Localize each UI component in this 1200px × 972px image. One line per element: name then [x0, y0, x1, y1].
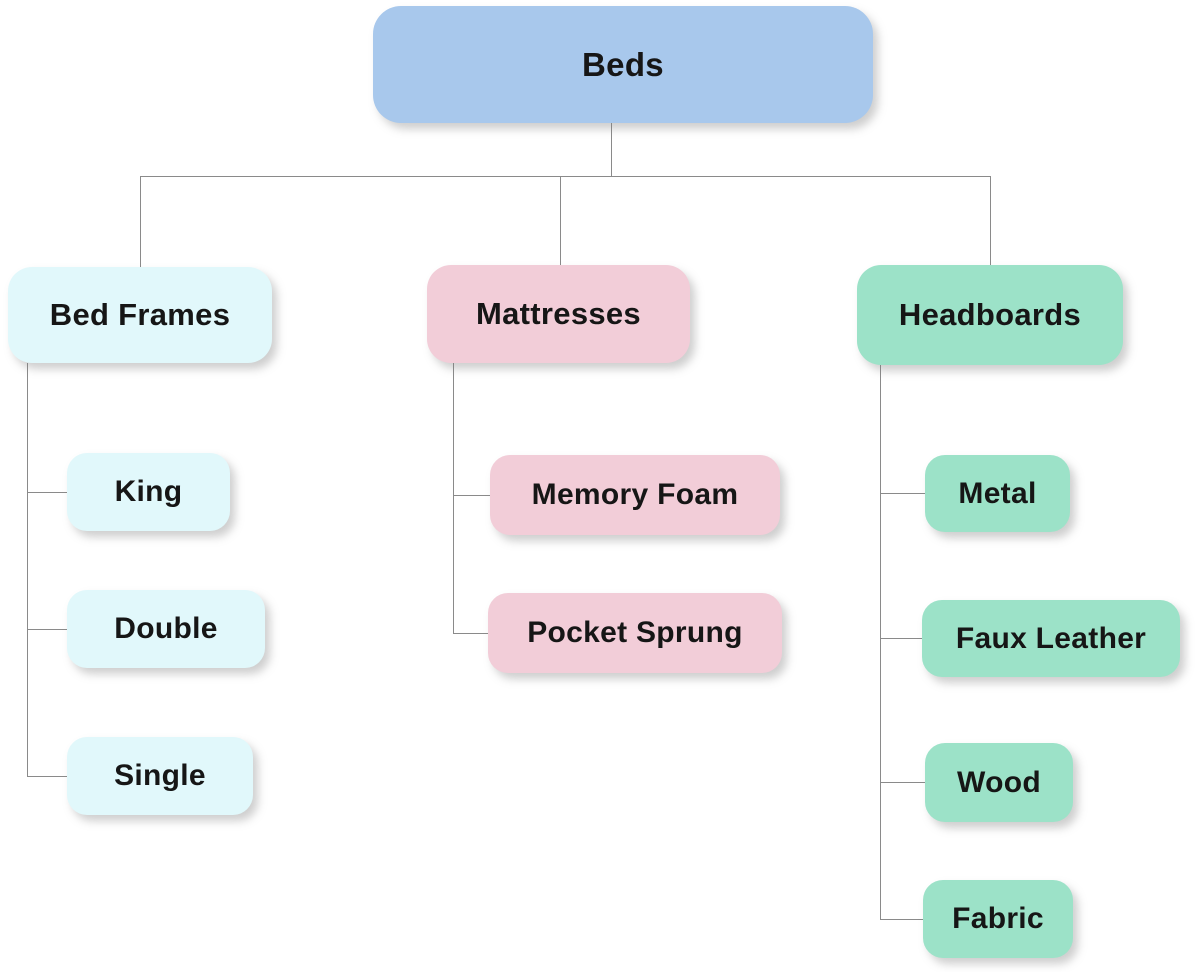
connector-headboards-spine	[880, 365, 881, 919]
connector-stub-double	[27, 629, 67, 630]
node-fabric: Fabric	[923, 880, 1073, 958]
node-faux-leather: Faux Leather	[922, 600, 1180, 677]
node-king: King	[67, 453, 230, 531]
node-single: Single	[67, 737, 253, 815]
connector-root-drop	[611, 123, 612, 176]
connector-stub-faux-leather	[880, 638, 922, 639]
connector-stub-wood	[880, 782, 925, 783]
node-beds: Beds	[373, 6, 873, 123]
connector-bed-frames-spine	[27, 363, 28, 776]
node-metal: Metal	[925, 455, 1070, 532]
node-bed-frames: Bed Frames	[8, 267, 272, 363]
connector-stub-memory-foam	[453, 495, 490, 496]
connector-main-horizontal	[140, 176, 991, 177]
node-double: Double	[67, 590, 265, 668]
connector-stub-king	[27, 492, 67, 493]
connector-stub-fabric	[880, 919, 923, 920]
node-memory-foam: Memory Foam	[490, 455, 780, 535]
connector-drop-mattresses	[560, 176, 561, 265]
connector-stub-pocket-sprung	[453, 633, 488, 634]
connector-drop-headboards	[990, 176, 991, 265]
connector-stub-single	[27, 776, 67, 777]
connector-drop-bed-frames	[140, 176, 141, 267]
node-headboards: Headboards	[857, 265, 1123, 365]
node-mattresses: Mattresses	[427, 265, 690, 363]
connector-stub-metal	[880, 493, 925, 494]
node-wood: Wood	[925, 743, 1073, 822]
connector-mattresses-spine	[453, 363, 454, 633]
node-pocket-sprung: Pocket Sprung	[488, 593, 782, 673]
